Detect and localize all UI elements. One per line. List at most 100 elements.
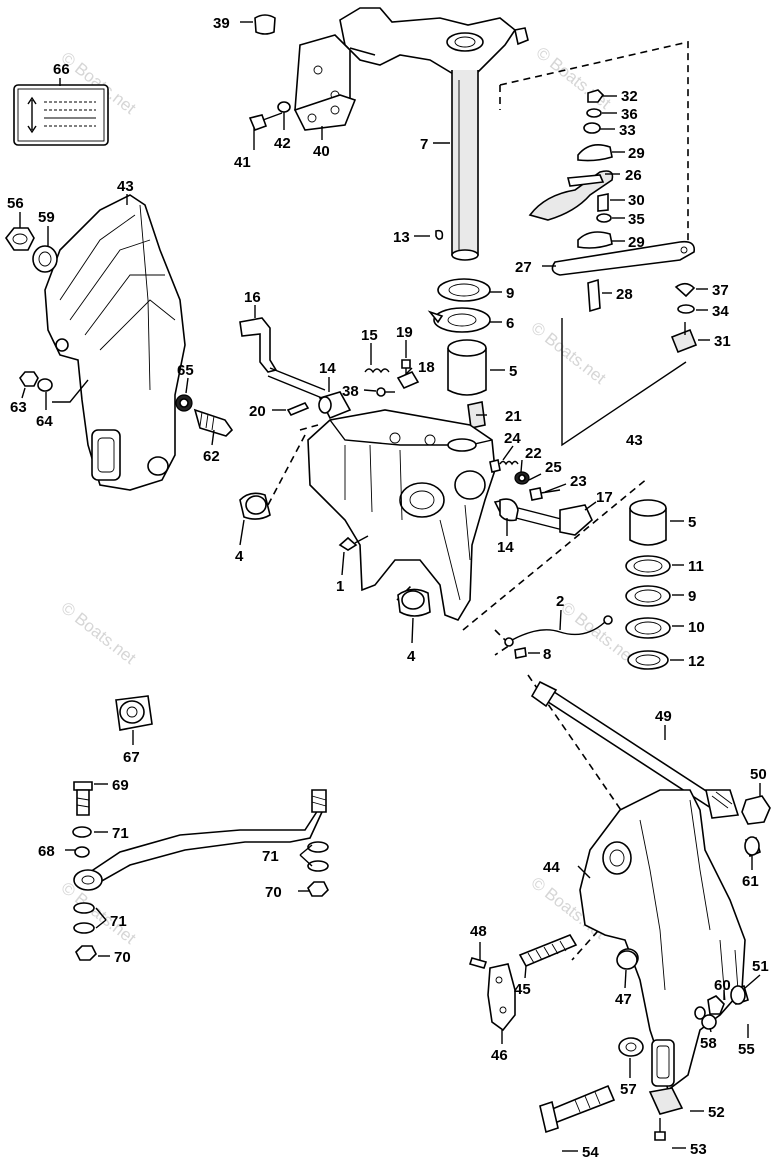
- callout-64: 64: [36, 413, 53, 430]
- callout-62: 62: [203, 448, 220, 465]
- callout-9-lower: 9: [688, 588, 696, 605]
- tilt-lever-group: [528, 89, 698, 354]
- callout-58: 58: [700, 1035, 717, 1052]
- decal-part: [13, 84, 109, 146]
- callout-5-lower: 5: [688, 514, 696, 531]
- lock-lever-part: [239, 317, 326, 399]
- callout-18: 18: [418, 359, 435, 376]
- tilt-tube-part: [530, 680, 740, 819]
- grease-fitting-part: [338, 535, 369, 551]
- bushing-part: [318, 391, 352, 420]
- tie-bar-washers-right: [307, 841, 329, 897]
- spring-clip-part: [396, 370, 420, 390]
- callout-69: 69: [112, 777, 129, 794]
- callout-4-lower: 4: [407, 648, 416, 665]
- callout-42: 42: [274, 135, 291, 152]
- callout-7: 7: [420, 136, 428, 153]
- watermark-2: © Boats.net: [533, 43, 615, 113]
- callout-26: 26: [625, 167, 642, 184]
- callout-14-upper: 14: [319, 360, 336, 377]
- tilt-stop-bushing: [115, 695, 153, 731]
- bushing-left-part: [239, 492, 271, 520]
- callout-8: 8: [543, 646, 551, 663]
- assembly-bracket-lines: [561, 318, 687, 447]
- callout-57: 57: [620, 1081, 637, 1098]
- callout-43-port: 43: [117, 178, 134, 195]
- swivel-bracket-body: [307, 409, 496, 621]
- callout-60: 60: [714, 977, 731, 994]
- clamp-pin-part: [468, 957, 488, 969]
- callout-19: 19: [396, 324, 413, 341]
- callout-52: 52: [708, 1104, 725, 1121]
- lock-plunger-group: [489, 459, 593, 536]
- callout-36: 36: [621, 106, 638, 123]
- callout-46: 46: [491, 1047, 508, 1064]
- callout-22: 22: [525, 445, 542, 462]
- ground-strap-part: [504, 615, 613, 659]
- callout-71-b: 71: [262, 848, 279, 865]
- callout-23: 23: [570, 473, 587, 490]
- callout-12: 12: [688, 653, 705, 670]
- callout-29-lower: 29: [628, 234, 645, 251]
- callout-63: 63: [10, 399, 27, 416]
- upper-washers: [427, 278, 491, 333]
- lower-bushing-stack: [625, 499, 671, 670]
- callout-24: 24: [504, 430, 521, 447]
- callout-35: 35: [628, 211, 645, 228]
- washer-part: [277, 101, 291, 113]
- callout-45: 45: [514, 981, 531, 998]
- callout-15: 15: [361, 327, 378, 344]
- callout-54: 54: [582, 1144, 599, 1160]
- clamp-plate-part: [487, 963, 516, 1032]
- callout-70-a: 70: [265, 884, 282, 901]
- callout-1: 1: [336, 578, 344, 595]
- callout-32: 32: [621, 88, 638, 105]
- watermark-6: © Boats.net: [58, 878, 140, 948]
- starboard-clamp-bracket: [579, 789, 746, 1092]
- upper-bushing: [447, 339, 487, 396]
- callout-47: 47: [615, 991, 632, 1008]
- callout-71-a: 71: [112, 825, 129, 842]
- screw-part: [248, 112, 283, 132]
- callout-41: 41: [234, 154, 251, 171]
- callout-20: 20: [249, 403, 266, 420]
- callout-25: 25: [545, 459, 562, 476]
- tilt-tube-nut: [741, 795, 771, 825]
- callout-48: 48: [470, 923, 487, 940]
- callout-33: 33: [619, 122, 636, 139]
- callout-49: 49: [655, 708, 672, 725]
- callout-43-stbd: 43: [626, 432, 643, 449]
- callout-37: 37: [712, 282, 729, 299]
- callout-39: 39: [213, 15, 230, 32]
- bushing-lower-part: [397, 588, 431, 617]
- callout-29-upper: 29: [628, 145, 645, 162]
- callout-31: 31: [714, 333, 731, 350]
- clamp-screw-part: [518, 934, 578, 968]
- tie-bar-washers-left: [72, 826, 97, 961]
- callout-14-lower: 14: [497, 539, 514, 556]
- plug-part: [254, 14, 276, 35]
- washer-59-part: [32, 245, 58, 273]
- steering-arm-head: [294, 7, 529, 121]
- clamp-hardware-right: [539, 984, 749, 1141]
- key-part: [435, 229, 444, 240]
- tie-bar-part: [73, 789, 327, 891]
- steering-tube: [451, 70, 479, 261]
- callout-11: 11: [688, 558, 704, 575]
- nut-56-part: [5, 227, 35, 251]
- callout-5-upper: 5: [509, 363, 517, 380]
- callout-56: 56: [7, 195, 24, 212]
- callout-68: 68: [38, 843, 55, 860]
- callout-34: 34: [712, 303, 729, 320]
- spring-part: [364, 368, 390, 374]
- watermark-3: © Boats.net: [528, 318, 610, 388]
- screw-38-part: [376, 387, 395, 397]
- tie-bar-screw: [73, 781, 93, 816]
- callout-65: 65: [177, 362, 194, 379]
- bushing-61-part: [744, 836, 761, 858]
- callout-10: 10: [688, 619, 705, 636]
- callout-30: 30: [628, 192, 645, 209]
- callout-6: 6: [506, 315, 514, 332]
